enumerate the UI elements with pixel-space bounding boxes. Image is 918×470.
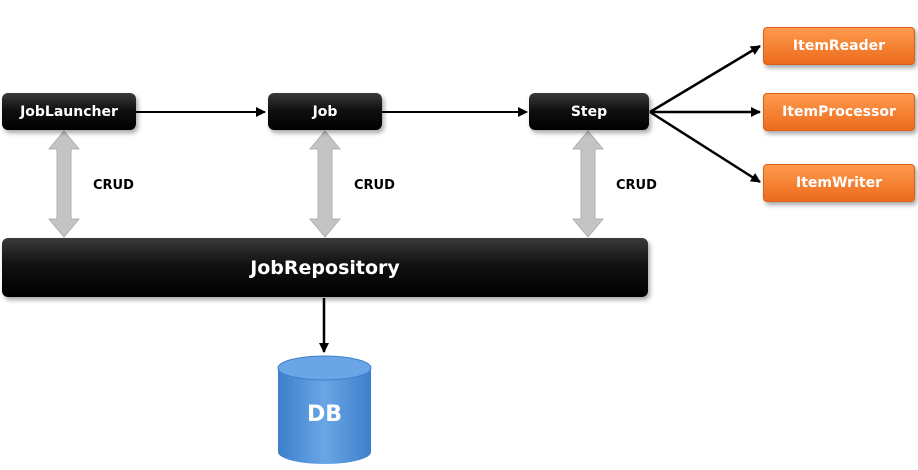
node-job: Job [268,93,382,130]
db-label: DB [306,402,343,427]
node-job-repository: JobRepository [2,238,648,297]
node-job-repository-label: JobRepository [250,256,400,279]
crud-label-step: CRUD [616,178,657,193]
arrow-step-to-itemreader [649,44,761,114]
crud-arrow-step [571,130,605,238]
node-job-launcher: JobLauncher [2,93,136,130]
crud-arrow-launcher [47,130,81,238]
node-item-processor-label: ItemProcessor [782,104,896,120]
node-job-launcher-label: JobLauncher [20,103,118,120]
node-item-writer-label: ItemWriter [796,175,882,191]
crud-arrow-job [308,130,342,238]
node-step: Step [529,93,649,130]
arrow-step-to-itemwriter [649,110,761,184]
node-step-label: Step [570,103,608,120]
node-item-processor: ItemProcessor [763,93,915,131]
db-cylinder-icon [277,355,372,464]
node-item-writer: ItemWriter [763,164,915,202]
node-item-reader: ItemReader [763,27,915,65]
crud-label-job: CRUD [354,178,395,193]
crud-label-launcher: CRUD [93,178,134,193]
node-job-label: Job [312,103,338,120]
node-item-reader-label: ItemReader [792,38,886,54]
